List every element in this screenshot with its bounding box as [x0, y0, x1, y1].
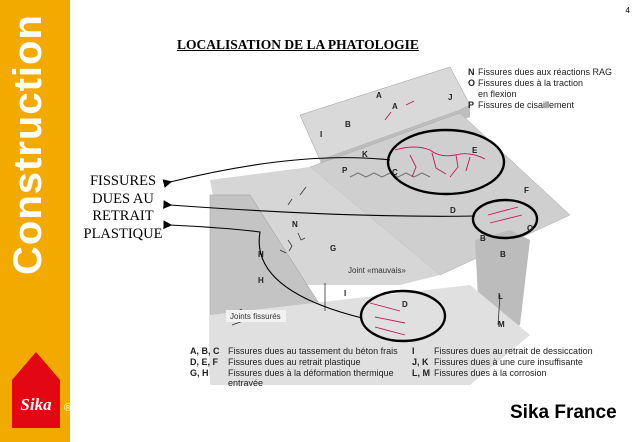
callout-line: DUES AU — [92, 190, 154, 207]
label-a: A — [392, 102, 398, 111]
arrow-to-callout — [163, 200, 476, 217]
ellipse-e — [386, 128, 506, 196]
legend-item: G, H Fissures dues à la déformation therm… — [190, 368, 398, 388]
page-number: 4 — [625, 6, 630, 15]
label-b: B — [480, 234, 486, 243]
label-i: I — [320, 130, 322, 139]
legend-item: I Fissures dues au retrait de dessiccatio… — [412, 346, 593, 356]
logo-text: Sika — [20, 395, 52, 414]
label-m: M — [498, 320, 505, 329]
legend-text: Fissures dues au tassement du béton frai… — [228, 346, 398, 356]
joints-cracked-label: Joints fissurés — [230, 312, 281, 321]
legend-codes: A, B, C — [190, 346, 220, 356]
label-h: H — [258, 276, 264, 285]
label-a: A — [376, 91, 382, 100]
sika-logo: Sika — [12, 352, 60, 428]
callout-line: PLASTIQUE — [83, 225, 163, 242]
legend-text: Fissures dues à la déformation thermique… — [228, 368, 394, 388]
key-text: Fissures dues à la traction — [478, 78, 583, 88]
ellipse-d — [359, 289, 447, 343]
label-l: L — [498, 292, 503, 301]
label-c: C — [392, 168, 398, 177]
label-e: E — [472, 146, 478, 155]
label-d: D — [402, 300, 408, 309]
label-g: G — [330, 244, 336, 253]
label-j: J — [448, 93, 452, 102]
floor — [210, 285, 530, 385]
legend-codes: L, M — [412, 368, 430, 378]
arrow-to-callout — [163, 220, 363, 319]
legend-codes: J, K — [412, 357, 429, 367]
legend-item: D, E, F Fissures dues au retrait plastiqu… — [190, 357, 361, 367]
key-letter: P — [468, 100, 474, 110]
sidebar: Construction Sika ® — [0, 0, 73, 442]
key-letter: O — [468, 78, 475, 88]
arrow-to-callout — [162, 157, 391, 188]
legend-codes: D, E, F — [190, 357, 219, 367]
label-b: B — [500, 250, 506, 259]
callout-line: RETRAIT — [92, 208, 154, 224]
legend-codes: G, H — [190, 368, 209, 378]
legend-codes: I — [412, 346, 415, 356]
joint-label-bg — [226, 310, 286, 322]
label-b: B — [345, 120, 351, 129]
legend-text: Fissures dues à une cure insuffisante — [434, 357, 583, 367]
legend-item: A, B, C Fissures dues au tassement du bét… — [190, 346, 398, 356]
legend-item: L, M Fissures dues à la corrosion — [412, 368, 547, 378]
label-k: K — [362, 150, 368, 159]
key-letter: N — [468, 67, 475, 77]
cracks — [369, 100, 523, 336]
legend-text: Fissures dues au retrait de dessiccation — [434, 346, 593, 356]
legend-item: J, K Fissures dues à une cure insuffisant… — [412, 357, 583, 367]
key-text: Fissures dues aux réactions RAG — [478, 67, 612, 77]
label-i: I — [344, 289, 346, 298]
label-o: O — [527, 224, 533, 233]
logo-shape — [12, 352, 60, 428]
key-text: Fissures de cisaillement — [478, 100, 575, 110]
label-n: N — [292, 220, 298, 229]
slide-title: LOCALISATION DE LA PHATOLOGIE — [177, 37, 419, 52]
callout-text: FISSURES DUES AU RETRAIT PLASTIQUE — [76, 173, 170, 243]
ellipse-f — [471, 198, 539, 240]
registered-mark: ® — [64, 402, 73, 414]
key-text: en flexion — [478, 89, 517, 99]
label-p: P — [342, 166, 348, 175]
legend-text: Fissures dues à la corrosion — [434, 368, 547, 378]
callout-line: FISSURES — [89, 173, 157, 189]
joint-bad-label: Joint «mauvais» — [348, 266, 406, 275]
legend-text: Fissures dues au retrait plastique — [228, 357, 361, 367]
label-d: D — [450, 206, 456, 215]
label-f: F — [524, 186, 529, 195]
brand-footer: Sika France — [510, 402, 617, 423]
crack-location-diagram: N Fissures dues aux réactions RAG O Fiss… — [182, 65, 638, 385]
